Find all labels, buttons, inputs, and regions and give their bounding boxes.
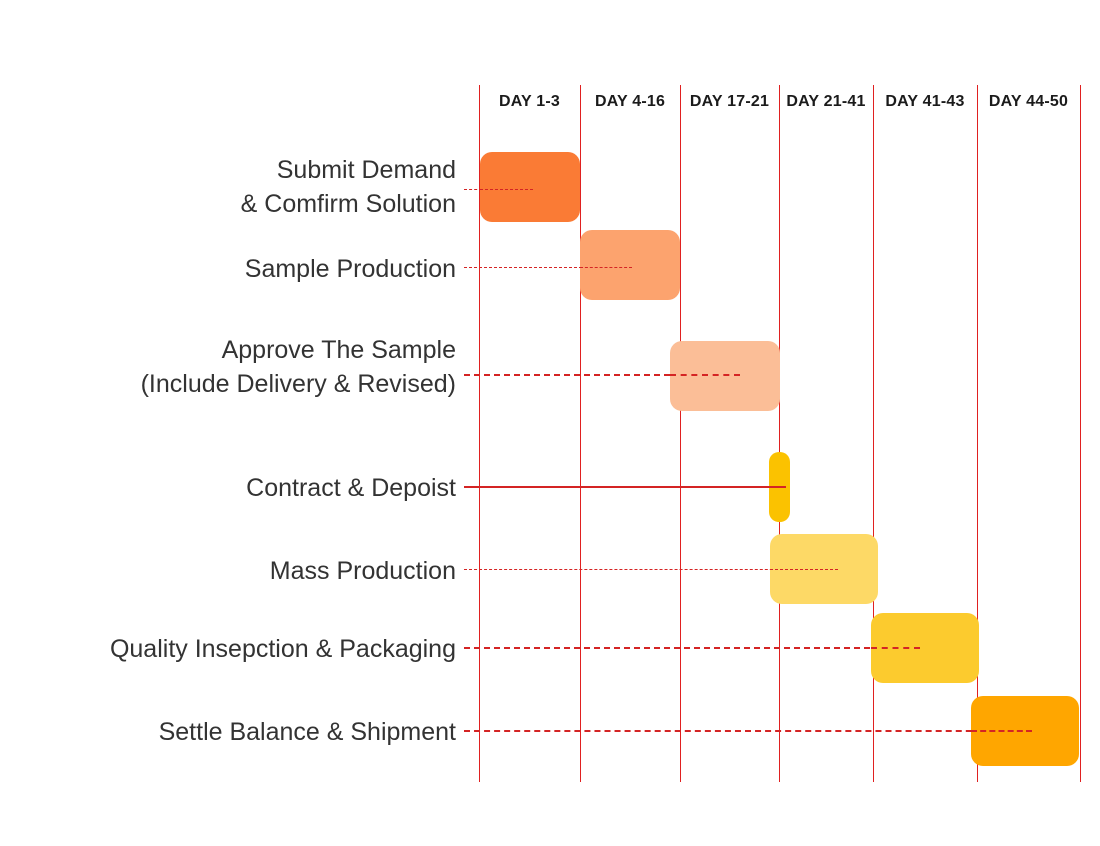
task-label-5: Quality Insepction & Packaging	[110, 632, 456, 666]
task-label-line: Approve The Sample	[221, 336, 456, 364]
task-label-line: Settle Balance & Shipment	[158, 718, 456, 746]
connector-line-overlay-4	[770, 569, 838, 570]
task-label-3: Contract & Depoist	[246, 471, 456, 505]
task-label-6: Settle Balance & Shipment	[159, 715, 456, 749]
connector-line-overlay-2	[670, 374, 740, 376]
task-label-2: Approve The Sample (Include Delivery & Re…	[141, 333, 456, 401]
column-header-0: DAY 1-3	[499, 93, 560, 110]
task-label-line: Quality Insepction & Packaging	[109, 635, 456, 663]
grid-line-5	[977, 85, 978, 782]
task-label-line: & Comfirm Solution	[240, 190, 456, 218]
task-label-line: Sample Production	[244, 255, 456, 283]
connector-line-6	[464, 730, 1032, 732]
task-label-line: (Include Delivery & Revised)	[140, 370, 456, 398]
task-label-line: Mass Production	[269, 557, 456, 585]
grid-line-0	[479, 85, 480, 782]
connector-line-overlay-6	[971, 730, 1032, 732]
task-label-4: Mass Production	[270, 554, 456, 588]
column-header-4: DAY 41-43	[885, 93, 965, 110]
connector-line-overlay-5	[871, 647, 920, 649]
connector-line-2	[464, 374, 740, 376]
task-bar-0[interactable]	[480, 152, 580, 222]
connector-line-4	[464, 569, 838, 570]
connector-line-overlay-0	[480, 189, 533, 190]
grid-line-6	[1080, 85, 1081, 782]
task-bar-1[interactable]	[580, 230, 680, 300]
column-header-2: DAY 17-21	[689, 93, 770, 110]
column-header-1: DAY 4-16	[594, 93, 666, 110]
task-label-line: Submit Demand	[276, 156, 456, 184]
grid-line-2	[680, 85, 681, 782]
connector-line-3	[464, 486, 786, 488]
task-label-line: Contract & Depoist	[246, 474, 456, 502]
task-bar-2[interactable]	[670, 341, 780, 411]
connector-line-overlay-1	[580, 267, 632, 268]
connector-line-1	[464, 267, 632, 268]
grid-line-3	[779, 85, 780, 782]
grid-line-1	[580, 85, 581, 782]
task-label-1: Sample Production	[245, 252, 456, 286]
task-label-0: Submit Demand & Comfirm Solution	[241, 153, 456, 221]
column-header-5: DAY 44-50	[988, 93, 1069, 110]
connector-line-overlay-3	[769, 486, 786, 488]
column-header-3: DAY 21-41	[786, 93, 866, 110]
grid-line-4	[873, 85, 874, 782]
connector-line-5	[464, 647, 920, 649]
